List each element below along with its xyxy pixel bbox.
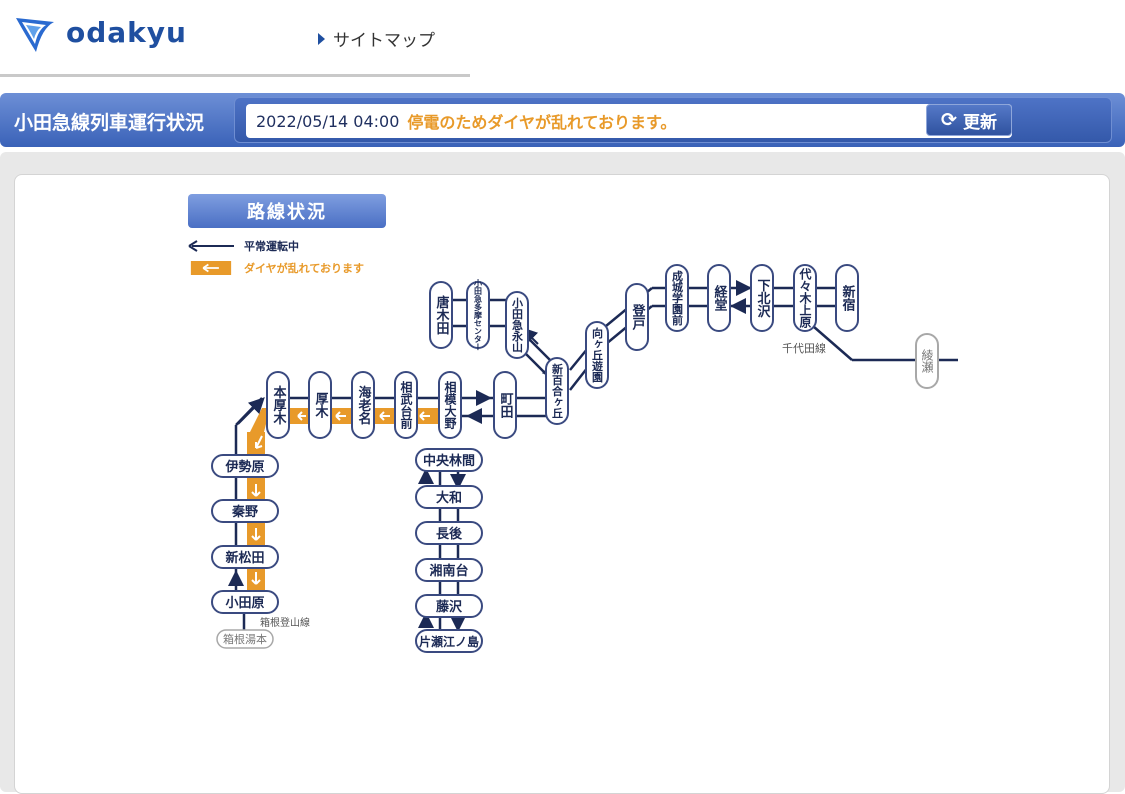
sitemap-label: サイトマップ <box>333 31 435 51</box>
logo-wordmark: odakyu <box>66 16 187 49</box>
station-label: 相武台前 <box>399 380 413 430</box>
station-shinyurigaoka[interactable]: 新百合ヶ丘 <box>545 357 569 425</box>
station-label: 新百合ヶ丘 <box>551 362 564 418</box>
station-label: 湘南台 <box>429 563 468 579</box>
legend-delay: ダイヤが乱れております <box>188 260 364 276</box>
station-fujisawa[interactable]: 藤沢 <box>415 594 483 618</box>
station-hakoneyumoto[interactable]: 箱根湯本 <box>216 629 274 649</box>
station-label: 下北沢 <box>755 279 771 319</box>
station-karakida[interactable]: 唐木田 <box>429 281 453 349</box>
hakone-line-label: 箱根登山線 <box>260 616 310 629</box>
station-shonandai[interactable]: 湘南台 <box>415 558 483 582</box>
station-atsugi[interactable]: 厚木 <box>308 371 332 439</box>
triangle-right-icon <box>318 32 325 45</box>
station-ebina[interactable]: 海老名 <box>351 371 375 439</box>
station-yamato[interactable]: 大和 <box>415 485 483 509</box>
status-message: 停電のためダイヤが乱れております。 <box>407 113 677 132</box>
station-hadano[interactable]: 秦野 <box>211 499 279 523</box>
station-label: 綾瀬 <box>920 348 934 373</box>
station-label: 小田原 <box>225 596 264 611</box>
delay-arrows <box>251 411 430 585</box>
legend-normal-label: 平常運転中 <box>244 240 299 253</box>
legend-delay-label: ダイヤが乱れております <box>244 262 365 275</box>
station-yoyogiuehara[interactable]: 代々木上原 <box>793 264 817 332</box>
station-shimokitazawa[interactable]: 下北沢 <box>750 264 774 332</box>
station-chuorinkan[interactable]: 中央林間 <box>415 448 483 472</box>
station-noborito[interactable]: 登戸 <box>625 283 649 351</box>
header-divider <box>0 74 470 77</box>
station-label: 長後 <box>436 526 463 542</box>
station-label: 厚木 <box>313 391 330 419</box>
station-label: 新宿 <box>840 284 856 312</box>
logo-mark-icon <box>16 18 54 52</box>
arrow-left-icon <box>188 240 234 252</box>
odakyu-logo[interactable]: odakyu <box>14 14 194 58</box>
station-seijogakuenmae[interactable]: 成城学園前 <box>665 264 689 332</box>
normal-arrows <box>228 280 752 632</box>
station-label: 片瀬江ノ島 <box>419 634 479 649</box>
delay-arrow-icon <box>190 261 232 275</box>
station-label: 小田急多摩センター <box>474 278 483 351</box>
station-label: 藤沢 <box>436 599 463 615</box>
station-sagamiono[interactable]: 相模大野 <box>438 371 462 439</box>
station-katasebinoshima[interactable]: 片瀬江ノ島 <box>415 629 483 653</box>
legend-normal: 平常運転中 <box>188 238 299 254</box>
vertical-stations: 新宿 代々木上原 下北沢 経堂 成城学園前 登戸 向ヶ丘遊園 新百合ヶ丘 <box>266 264 939 439</box>
station-label: 箱根湯本 <box>223 632 267 646</box>
station-mukogaokayuen[interactable]: 向ヶ丘遊園 <box>585 321 609 389</box>
station-odawara[interactable]: 小田原 <box>211 590 279 614</box>
station-label: 向ヶ丘遊園 <box>591 326 604 383</box>
station-label: 成城学園前 <box>671 269 684 326</box>
status-message-box: 2022/05/14 04:00 停電のためダイヤが乱れております。 <box>246 104 1012 138</box>
station-label: 伊勢原 <box>224 459 264 475</box>
refresh-label: 更新 <box>962 112 997 133</box>
station-honatsugi[interactable]: 本厚木 <box>266 371 290 439</box>
station-ayase[interactable]: 綾瀬 <box>915 333 939 389</box>
station-shinjuku[interactable]: 新宿 <box>835 264 859 332</box>
route-map-panel <box>14 174 1110 794</box>
status-timestamp: 2022/05/14 04:00 <box>256 111 400 131</box>
station-label: 大和 <box>436 490 462 506</box>
station-label: 海老名 <box>356 385 373 426</box>
station-isehara[interactable]: 伊勢原 <box>211 454 279 478</box>
station-sagamikokubudai[interactable]: 相武台前 <box>394 371 418 439</box>
station-odakyunagayama[interactable]: 小田急永山 <box>505 291 529 359</box>
station-kyodo[interactable]: 経堂 <box>707 264 731 332</box>
station-label: 相模大野 <box>443 380 457 430</box>
station-chogo[interactable]: 長後 <box>415 521 483 545</box>
refresh-button[interactable]: ⟳ 更新 <box>926 104 1012 136</box>
site-header: odakyu サイトマップ <box>0 0 1125 90</box>
station-label: 代々木上原 <box>798 267 812 329</box>
station-label: 秦野 <box>231 504 258 520</box>
horizontal-stations: 伊勢原 秦野 新松田 小田原 箱根湯本 中央林間 大和 長後 <box>211 448 483 653</box>
station-label: 中央林間 <box>423 453 475 469</box>
station-label: 新松田 <box>225 550 264 566</box>
chiyoda-line-label: 千代田線 <box>782 341 826 355</box>
station-shinmatsuda[interactable]: 新松田 <box>211 545 279 569</box>
station-tamacenter[interactable]: 小田急多摩センター <box>466 278 490 351</box>
station-label: 小田急永山 <box>511 296 525 353</box>
station-label: 唐木田 <box>434 295 451 336</box>
legend-title: 路線状況 <box>188 194 386 228</box>
station-label: 本厚木 <box>271 385 288 426</box>
refresh-icon: ⟳ <box>941 109 957 131</box>
station-label: 登戸 <box>630 303 647 331</box>
status-title: 小田急線列車運行状況 <box>14 112 205 134</box>
station-label: 経堂 <box>712 284 728 312</box>
station-label: 町田 <box>498 392 514 419</box>
station-machida[interactable]: 町田 <box>493 371 517 439</box>
sitemap-link[interactable]: サイトマップ <box>318 26 435 51</box>
